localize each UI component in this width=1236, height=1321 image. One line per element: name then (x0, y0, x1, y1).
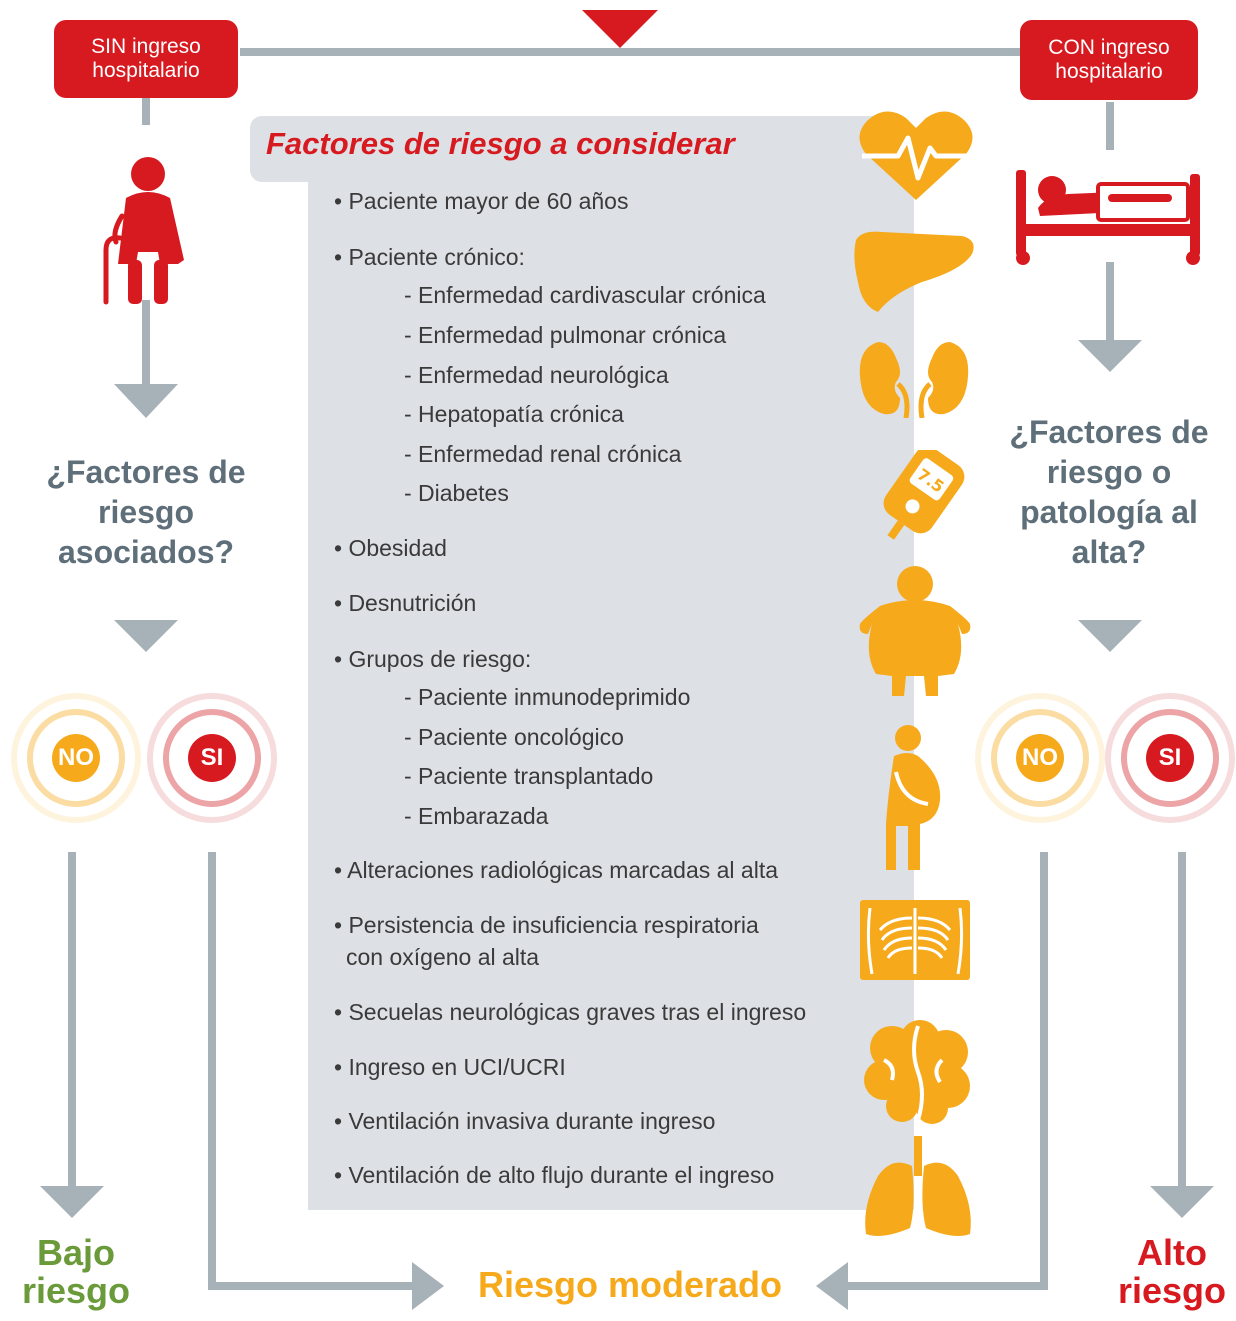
list-item: • Ventilación invasiva durante ingreso (334, 1108, 716, 1134)
list-subitem: - Enfermedad pulmonar crónica (404, 322, 727, 348)
arrow-right-icon (412, 1262, 444, 1310)
con-ingreso-text: CON ingreso hospitalario (1048, 36, 1170, 83)
right-si-badge: SI (1146, 734, 1194, 782)
list-item: • Secuelas neurológicas graves tras el i… (334, 999, 807, 1025)
high-risk-result: Alto riesgo (1117, 1232, 1227, 1311)
arrow-left-icon (816, 1262, 848, 1310)
sin-ingreso-text: SIN ingreso hospitalario (91, 35, 201, 82)
list-item: • Ventilación de alto flujo durante el i… (334, 1162, 775, 1188)
list-subitem: - Enfermedad neurológica (404, 362, 669, 388)
left-no-badge: NO (52, 734, 100, 782)
left-decision-rings (11, 693, 277, 823)
list-subitem: - Enfermedad renal crónica (404, 441, 682, 467)
lungs-icon (865, 1136, 971, 1236)
list-subitem: - Paciente transplantado (404, 763, 654, 789)
arrow-down-icon (1078, 620, 1142, 652)
sin-ingreso-label: SIN ingreso hospitalario (54, 20, 238, 98)
left-si-badge: SI (188, 734, 236, 782)
risk-factors-panel (308, 128, 914, 1210)
brain-icon (864, 1020, 970, 1124)
heart-pulse-icon (859, 111, 973, 200)
liver-icon (854, 231, 974, 312)
list-subitem: - Paciente inmunodeprimido (404, 684, 691, 710)
list-item: • Persistencia de insuficiencia respirat… (334, 912, 759, 938)
list-item: • Obesidad (334, 535, 447, 561)
arrow-down-icon (1150, 1186, 1214, 1218)
kidneys-icon (859, 342, 969, 418)
list-subitem: - Diabetes (404, 480, 509, 506)
obesity-icon (859, 566, 971, 696)
arrow-down-icon (114, 620, 178, 652)
list-item: • Paciente crónico: (334, 244, 525, 270)
top-arrow-icon (582, 10, 658, 48)
arrow-down-icon (40, 1186, 104, 1218)
list-item: • Grupos de riesgo: (334, 646, 532, 672)
glucometer-icon: 7.5 (883, 450, 965, 540)
arrow-down-icon (114, 384, 178, 418)
list-subitem: - Paciente oncológico (404, 724, 624, 750)
left-question: ¿Factores de riesgo asociados? (46, 454, 246, 570)
risk-factors-title: Factores de riesgo a considerar (266, 126, 735, 161)
con-ingreso-label: CON ingreso hospitalario (1020, 20, 1198, 100)
list-subitem: - Hepatopatía crónica (404, 401, 624, 427)
arrow-down-icon (1078, 340, 1142, 372)
list-item: • Ingreso en UCI/UCRI (334, 1054, 566, 1080)
hospital-bed-icon (1016, 170, 1200, 265)
right-decision-rings (975, 693, 1235, 823)
elderly-person-icon (103, 157, 184, 305)
moderate-risk-result: Riesgo moderado (477, 1264, 783, 1305)
list-item-continuation: con oxígeno al alta (346, 944, 540, 970)
xray-icon (860, 900, 970, 980)
list-item: • Paciente mayor de 60 años (334, 188, 629, 214)
list-item: • Alteraciones radiológicas marcadas al … (334, 857, 779, 883)
pregnant-icon (886, 725, 941, 870)
right-no-badge: NO (1016, 734, 1064, 782)
right-question: ¿Factores de riesgo o patología al alta? (1009, 414, 1209, 570)
list-subitem: - Enfermedad cardivascular crónica (404, 282, 766, 308)
list-subitem: - Embarazada (404, 803, 549, 829)
low-risk-result: Bajo riesgo (21, 1232, 131, 1311)
risk-factors-title-tab (250, 116, 890, 182)
list-item: • Desnutrición (334, 590, 477, 616)
